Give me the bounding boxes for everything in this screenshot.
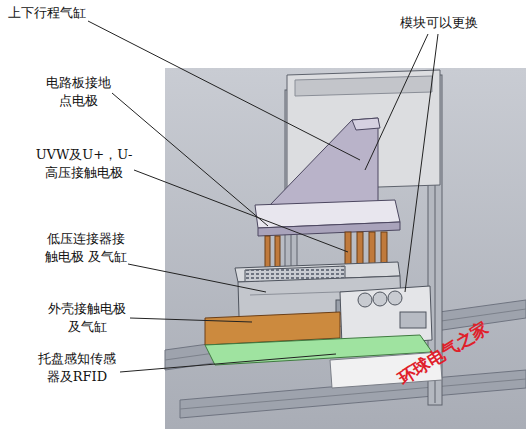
callout-label: 模块可以更换 (400, 14, 478, 32)
callout-label: 电路板接地 点电极 (42, 74, 114, 110)
leader-lines (88, 21, 438, 372)
callout-label: 上下行程气缸 (8, 4, 86, 22)
background-panel (165, 68, 526, 429)
callout-label: 托盘感知传感 器及RFID (34, 350, 120, 386)
callout-label: 外壳接触电极 及气缸 (44, 300, 130, 336)
callout-label: 低压连接器接 触电极 及气缸 (44, 230, 128, 266)
lift-cylinder-bracket (255, 118, 400, 236)
callout-label: UVW及U+，U- 高压接触电极 (34, 146, 134, 182)
